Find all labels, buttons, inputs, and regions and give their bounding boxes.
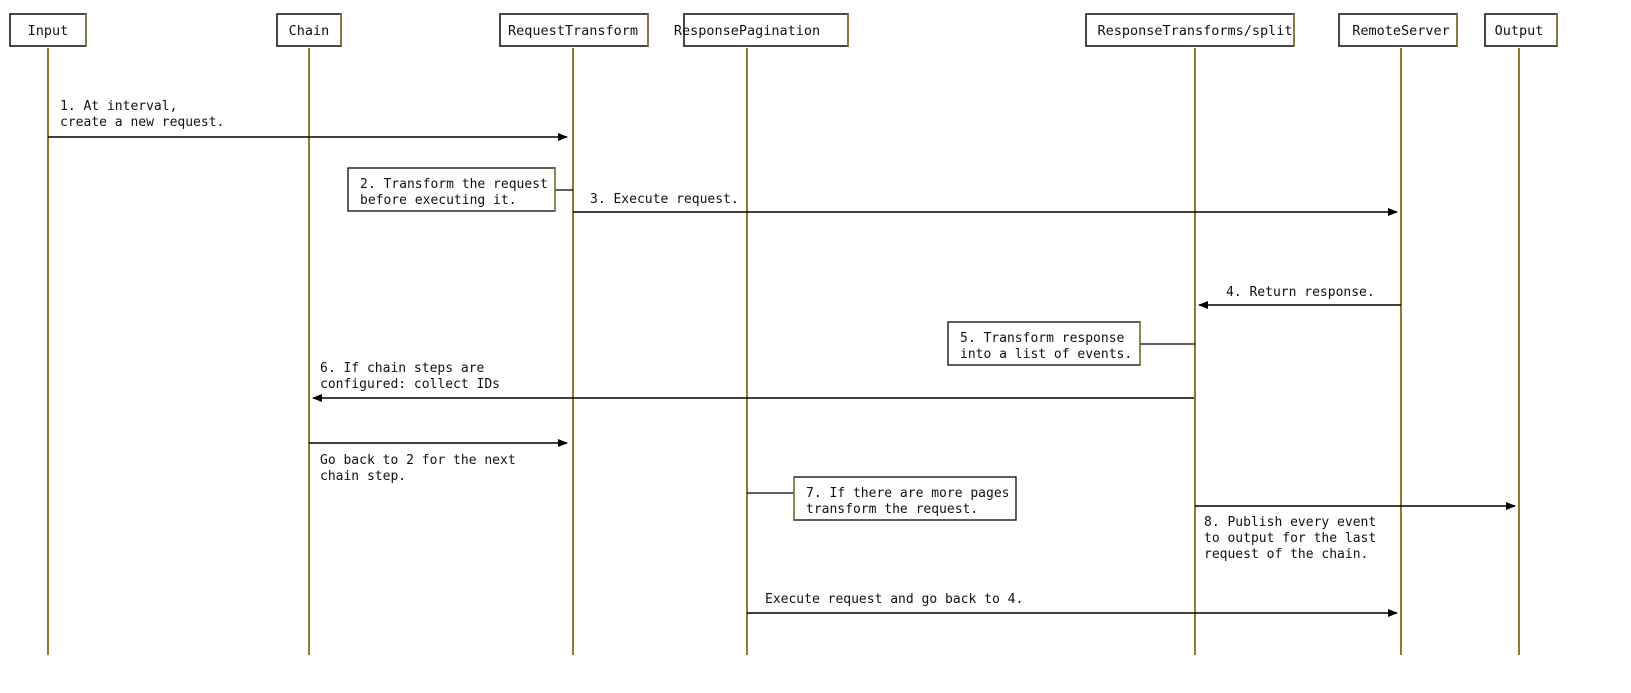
participant-box-input [9,13,87,47]
note-box-n2 [347,167,556,212]
message-m3: 3. Execute request. [573,192,1398,216]
messages-group: 1. At interval,create a new request. 3. E… [48,99,1516,617]
message-m4: 4. Return response. [1198,285,1401,309]
message-label-m-exec2: Execute request and go back to 4. [765,592,1023,607]
participant-respxform[interactable]: ResponseTransforms/split [1085,13,1295,47]
participant-label-respxform: ResponseTransforms/split [1097,23,1292,39]
participant-label-resppage: ResponsePagination [674,23,820,39]
participant-label-input: Input [28,23,69,39]
message-m-exec2: Execute request and go back to 4. [747,592,1398,617]
participant-chain[interactable]: Chain [276,13,342,47]
participant-resppage[interactable]: ResponsePagination [674,13,849,47]
participant-label-remote: RemoteServer [1352,23,1450,39]
participant-label-chain: Chain [289,23,330,39]
participant-box-respxform [1085,13,1295,47]
participant-box-reqxform [499,13,649,47]
participant-box-output [1484,13,1558,47]
participant-label-output: Output [1495,23,1544,39]
participant-label-reqxform: RequestTransform [508,23,638,39]
message-label-m4: 4. Return response. [1226,285,1375,300]
participant-input[interactable]: Input [9,13,87,47]
message-label-m3: 3. Execute request. [590,192,739,207]
participant-box-chain [276,13,342,47]
participant-box-resppage [683,13,849,47]
lifelines-group [47,48,1520,655]
participant-output[interactable]: Output [1484,13,1558,47]
participant-reqxform[interactable]: RequestTransform [499,13,649,47]
participant-box-remote [1338,13,1458,47]
message-label-m1: 1. At interval,create a new request. [60,99,224,130]
actors-group: Input Chain RequestTransform ResponsePagina… [9,13,1558,47]
note-box-n7 [793,476,1017,521]
participant-remote[interactable]: RemoteServer [1338,13,1458,47]
message-m1: 1. At interval,create a new request. [48,99,568,141]
note-box-n5 [947,321,1141,366]
